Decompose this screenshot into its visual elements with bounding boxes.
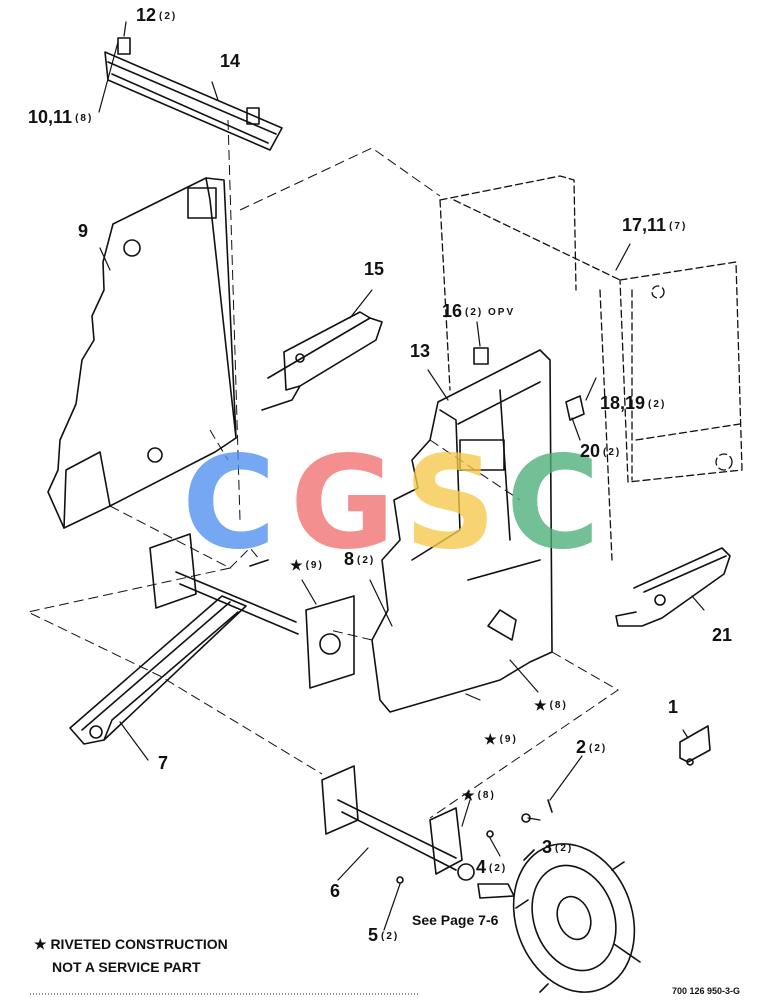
callout-14: 15 — [364, 260, 387, 278]
callout-label: 2 — [576, 737, 587, 757]
callout-21: 21 — [712, 626, 735, 644]
callout-qty: (9) — [499, 734, 518, 745]
callout-qty: (2) — [357, 555, 376, 566]
callout-label: ★ — [534, 697, 547, 713]
callout-13: 14 — [220, 52, 243, 70]
callout-label: 10,11 — [28, 107, 73, 127]
riveted-note-line2: NOT A SERVICE PART — [52, 959, 201, 975]
callout-qty: (8) — [477, 790, 496, 801]
callout-label: ★ — [484, 731, 497, 747]
callout-qty: (8) — [549, 700, 568, 711]
callout-label: 5 — [368, 925, 379, 945]
callout-1: 1 — [668, 698, 681, 716]
callout-4: 4(2) — [476, 858, 507, 876]
callout-qty: (2) — [555, 843, 574, 854]
callout-label: 14 — [220, 51, 241, 71]
part-9-left-side-sheet — [47, 177, 237, 529]
part-1-bracket — [679, 725, 711, 766]
part-6-axle — [321, 765, 475, 881]
part-7-tongue — [69, 595, 247, 745]
callout-label: 13 — [410, 341, 431, 361]
callout-label: ★ — [290, 557, 303, 573]
callout-qty: (2) — [381, 931, 400, 942]
callout-label: 1 — [668, 697, 679, 717]
drawing-number: 700 126 950-3-G — [672, 986, 741, 996]
leader-lines — [98, 21, 705, 931]
watermark-letter-c2: C — [506, 429, 600, 578]
part-13-top-beam — [104, 37, 283, 151]
callout-15: 13 — [410, 342, 433, 360]
callout-8: 8(2) — [344, 550, 375, 568]
callout-qty: (9) — [305, 560, 324, 571]
callout-label: 18,19 — [600, 393, 646, 413]
callout-qty: (2) — [603, 447, 622, 458]
watermark-letter-s: S — [404, 429, 497, 578]
callout-12: 12(2) — [136, 6, 177, 24]
callout-3: 3(2) — [542, 838, 573, 856]
callout-star-8-axle: ★(8) — [462, 788, 496, 802]
callout-20: 20(2) — [580, 442, 621, 460]
rear-frame-outline[interactable] — [439, 175, 743, 561]
callout-qty: (2) OPV — [465, 307, 516, 318]
callout-qty: (2) — [648, 399, 667, 410]
callout-label: 6 — [330, 881, 341, 901]
callout-qty: (8) — [75, 113, 94, 124]
callout-label: 12 — [136, 5, 157, 25]
callout-18-19: 18,19(2) — [600, 394, 666, 412]
alignment-lines — [26, 119, 619, 819]
part-21-extension — [615, 547, 731, 627]
callout-label: 7 — [158, 753, 169, 773]
callout-label: 15 — [364, 259, 385, 279]
callout-label: ★ — [462, 787, 475, 803]
callout-6: 6 — [330, 882, 343, 900]
callout-label: 4 — [476, 857, 487, 877]
callout-17-11: 17,11(7) — [622, 216, 687, 234]
part-14-brace — [261, 311, 383, 411]
riveted-note-line1: ★ RIVETED CONSTRUCTION — [34, 936, 228, 952]
watermark-letter-c1: C — [182, 429, 276, 578]
callout-label: 3 — [542, 837, 553, 857]
callout-16: 16(2) OPV — [442, 302, 515, 320]
callout-9: 9 — [78, 222, 91, 240]
callout-star-9-lower: ★(9) — [484, 732, 518, 746]
callout-label: 20 — [580, 441, 601, 461]
callout-qty: (7) — [669, 221, 688, 232]
callout-label: 9 — [78, 221, 89, 241]
wheel-assembly — [477, 843, 641, 993]
callout-star-8-right: ★(8) — [534, 698, 568, 712]
callout-label: 8 — [344, 549, 355, 569]
callout-label: 16 — [442, 301, 463, 321]
callout-5: 5(2) — [368, 926, 399, 944]
callout-7: 7 — [158, 754, 171, 772]
see-page-note: See Page 7-6 — [412, 912, 499, 928]
callout-label: 21 — [712, 625, 733, 645]
callout-qty: (2) — [159, 11, 178, 22]
watermark-letter-g: G — [290, 429, 396, 578]
callout-qty: (2) — [489, 863, 508, 874]
callout-qty: (2) — [589, 743, 608, 754]
callout-2: 2(2) — [576, 738, 607, 756]
cross-tube-assembly — [149, 533, 355, 689]
callout-10-11: 10,11(8) — [28, 108, 93, 126]
callout-star-9-upper: ★(9) — [290, 558, 324, 572]
callout-label: 17,11 — [622, 215, 667, 235]
